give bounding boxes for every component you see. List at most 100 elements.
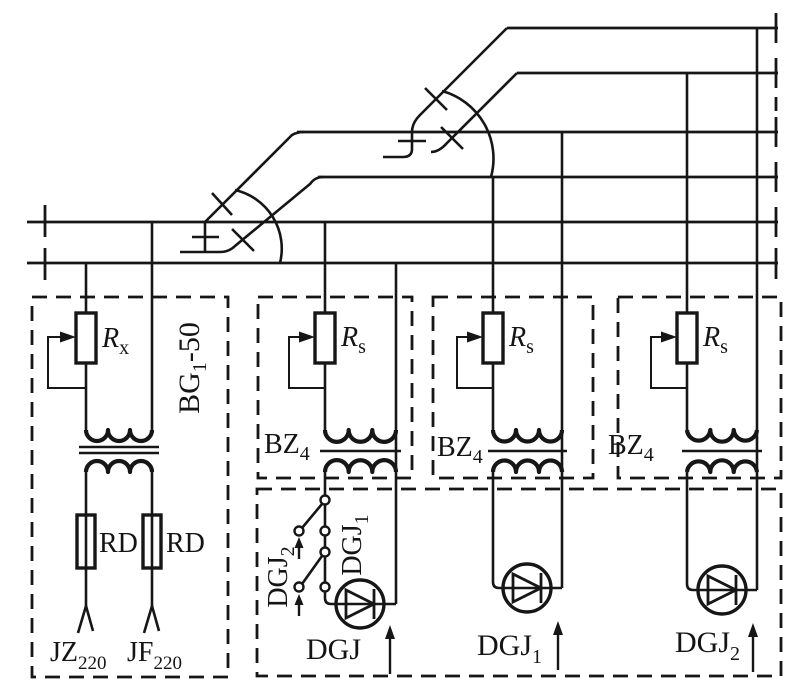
- dashed-enclosure-bg1-50: [30, 295, 230, 679]
- relay-section: DGJ1 DGJ2 DGJ DGJ1: [255, 472, 783, 678]
- contact-arrowhead: [294, 537, 304, 548]
- label-bz4: BZ4: [264, 429, 310, 465]
- secondary-winding: [490, 458, 565, 475]
- label-bg1-50: BG1-50: [173, 322, 211, 414]
- transformer-bz4-2: [488, 427, 567, 475]
- label-dgj2: DGJ2: [675, 626, 740, 665]
- label-dgj2-contact: DGJ2: [263, 546, 299, 607]
- relay-dgj2-symbol: [696, 564, 748, 616]
- contact-terminal: [319, 494, 331, 506]
- fuse-rd-right: RD: [141, 513, 205, 570]
- wiper-arrowhead: [60, 331, 76, 343]
- diode-triangle: [511, 571, 545, 605]
- wiper-loop: [47, 336, 86, 389]
- relay-dgj-symbol: [334, 578, 386, 630]
- primary-winding: [490, 427, 565, 444]
- wire: [685, 472, 757, 592]
- diagonal-wire: [204, 130, 305, 223]
- transformer-bz4-3: [682, 427, 762, 475]
- label-rd: RD: [166, 528, 205, 559]
- contact-terminal: [293, 525, 305, 537]
- label-bz4: BZ4: [608, 430, 654, 466]
- label-bz4: BZ4: [437, 432, 483, 468]
- wiper-loop: [288, 336, 325, 389]
- wire: [491, 472, 562, 590]
- rheostat-rs-1: Rs: [288, 311, 366, 430]
- fuse-body: [141, 513, 163, 570]
- contact-blade: [300, 555, 324, 585]
- direction-arrowhead: [385, 625, 395, 639]
- disconnect-slash: [424, 87, 448, 111]
- primary-winding: [83, 427, 155, 444]
- contact-terminal: [319, 581, 331, 593]
- direction-arrowhead: [553, 621, 563, 635]
- contact-dgj2: [294, 555, 324, 616]
- relay-circle: [696, 564, 748, 616]
- crossover-arc: [234, 188, 284, 264]
- label-dgj: DGJ: [306, 633, 361, 666]
- resistor-body: [481, 311, 505, 365]
- dashed-enclosure-bz4-1: [256, 295, 414, 480]
- contact-terminal: [319, 546, 331, 558]
- secondary-winding: [322, 458, 399, 475]
- wire: [323, 597, 396, 606]
- rheostat-rs-3: Rs: [650, 311, 728, 430]
- wiper-arrowhead: [467, 331, 483, 343]
- label-rx: Rx: [101, 323, 129, 359]
- label-rs: Rs: [702, 322, 728, 358]
- direction-arrowhead: [748, 623, 758, 637]
- relay-circle: [501, 562, 553, 614]
- dashed-enclosure-bz4-3: [616, 295, 783, 480]
- label-dgj1: DGJ1: [477, 629, 542, 668]
- primary-winding: [684, 427, 760, 444]
- transformer-bz4-1: [320, 427, 401, 475]
- relay-circle: [334, 578, 386, 630]
- bus-transposition-upper: [383, 27, 518, 178]
- terminal-fork: [76, 601, 95, 634]
- bus-lines: [27, 26, 778, 265]
- resistor-body: [74, 311, 98, 365]
- terminal-fork: [142, 601, 161, 634]
- crossover-arc: [441, 89, 495, 178]
- contact-terminal: [293, 581, 305, 593]
- dgj-relay-branch: DGJ1 DGJ2 DGJ: [263, 472, 396, 674]
- contact-terminal: [319, 525, 331, 537]
- label-jz220: JZ220: [50, 637, 107, 674]
- dgj1-relay-branch: DGJ1: [477, 472, 563, 670]
- label-rs: Rs: [340, 322, 366, 358]
- dashed-enclosure-relays: [255, 487, 783, 678]
- secondary-winding: [684, 458, 760, 475]
- label-dgj1-contact: DGJ1: [337, 514, 373, 575]
- resistor-body: [675, 311, 699, 365]
- wiper-loop: [650, 336, 687, 389]
- bz4-unit-3: Rs BZ4: [608, 295, 783, 480]
- dgj2-relay-branch: DGJ2: [675, 472, 758, 672]
- bg1-50-unit: Rx RD RD JZ220 JF220 BG1-50: [30, 295, 230, 679]
- fuse-rd-left: RD: [75, 513, 138, 570]
- contact-arrowhead: [294, 594, 304, 605]
- wiper-arrowhead: [661, 331, 677, 343]
- disconnect-slash: [440, 126, 464, 150]
- bz4-unit-2: Rs BZ4: [431, 295, 595, 480]
- secondary-winding: [83, 458, 155, 475]
- rheostat-rs-2: Rs: [456, 311, 534, 430]
- fuse-body: [75, 513, 97, 570]
- diode-triangle: [344, 587, 378, 621]
- dashed-enclosure-bz4-2: [431, 295, 595, 480]
- transformer-bg: [79, 427, 159, 475]
- wiper-loop: [456, 336, 493, 389]
- contact-blade: [301, 503, 323, 529]
- bz4-unit-1: Rs BZ4: [256, 295, 414, 480]
- disconnect-slash: [211, 192, 233, 216]
- rheostat-rx: Rx: [47, 311, 129, 430]
- disconnect-slash: [231, 228, 255, 252]
- bus-transposition-lower: [180, 130, 324, 264]
- diagonal-wire: [180, 175, 324, 254]
- resistor-body: [313, 311, 337, 365]
- label-rs: Rs: [508, 322, 534, 358]
- contact-dgj1: [294, 503, 323, 559]
- label-jf220: JF220: [127, 637, 182, 674]
- label-rd: RD: [99, 528, 138, 559]
